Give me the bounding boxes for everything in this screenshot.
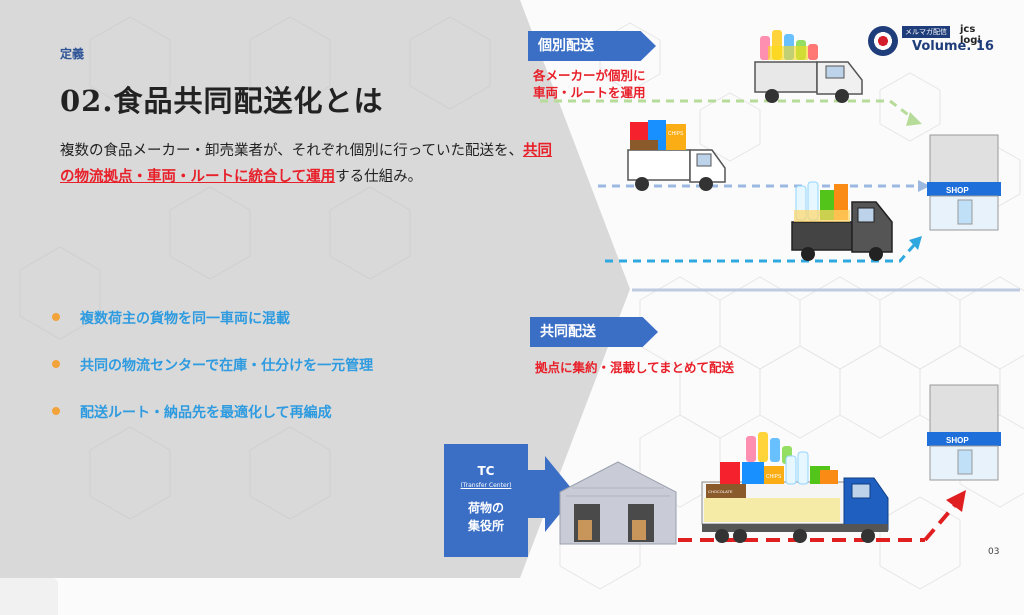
- bullet-text: 配送ルート・納品先を最適化して再編成: [80, 405, 332, 421]
- chips-label-2: CHIPS: [766, 474, 782, 480]
- tc-label-line1: 荷物の: [467, 501, 504, 515]
- tc-subtitle: (Transfer Center): [460, 482, 512, 489]
- truck-1: [754, 30, 863, 103]
- bullet-text: 共同の物流センターで在庫・仕分けを一元管理: [80, 358, 374, 374]
- chips-label-1: CHIPS: [668, 131, 684, 137]
- warehouse: [559, 461, 677, 545]
- shop-label-top: SHOP: [946, 186, 969, 195]
- bullet-item: 配送ルート・納品先を最適化して再編成: [52, 402, 373, 449]
- note-individual: 各メーカーが個別に 車両・ルートを運用: [533, 67, 646, 101]
- route-lightblue-arrow: [918, 180, 930, 192]
- bullet-item: 共同の物流センターで在庫・仕分けを一元管理: [52, 355, 373, 402]
- shop-top: SHOP: [927, 134, 1001, 231]
- bullet-dot: [52, 360, 60, 368]
- corner-tab: [0, 578, 58, 615]
- tc-arrow: [528, 456, 576, 532]
- section-label: 定義: [60, 47, 85, 61]
- route-green-arrow: [906, 112, 922, 126]
- note-joint: 拠点に集約・混載してまとめて配送: [535, 360, 735, 375]
- target-icon: [868, 26, 898, 56]
- tc-label: 荷物の 集役所: [444, 499, 528, 535]
- truck-3: [791, 181, 893, 261]
- tc-box: TC (Transfer Center) 荷物の 集役所: [444, 444, 528, 557]
- truck-joint: CHIPS CHOCOLATE: [701, 432, 889, 543]
- route-green: [540, 99, 916, 122]
- shop-label-bottom: SHOP: [946, 436, 969, 445]
- bullet-dot: [52, 407, 60, 415]
- chocolate-label: CHOCOLATE: [708, 489, 733, 494]
- description-highlight: 共同の物流拠点・車両・ルートに統合して運用: [60, 143, 552, 185]
- route-joint-arrow: [946, 490, 966, 512]
- shop-bottom: SHOP: [927, 384, 1001, 481]
- grey-panel: [0, 0, 630, 578]
- bullet-dot: [52, 313, 60, 321]
- bullet-text: 複数荷主の貨物を同一車両に混載: [80, 311, 290, 327]
- tc-title: TC: [477, 464, 495, 478]
- logo-mail-label: メルマガ配信: [902, 26, 950, 38]
- description: 複数の食品メーカー・卸売業者が、それぞれ個別に行っていた配送を、共同の物流拠点・…: [60, 138, 560, 190]
- logo: メルマガ配信 jcs logi Volume. 16: [868, 22, 994, 62]
- page-title: 02.食品共同配送化とは: [60, 84, 384, 118]
- description-tail: する仕組み。: [335, 169, 423, 185]
- page-number: 03: [988, 547, 1000, 557]
- logo-volume: Volume. 16: [912, 39, 994, 54]
- bullet-item: 複数荷主の貨物を同一車両に混載: [52, 308, 373, 355]
- note-individual-line2: 車両・ルートを運用: [533, 85, 646, 100]
- description-text: 複数の食品メーカー・卸売業者が、それぞれ個別に行っていた配送を、: [60, 143, 523, 159]
- tag-joint: 共同配送: [530, 317, 658, 347]
- truck-2: CHIPS: [627, 120, 726, 191]
- tc-label-line2: 集役所: [467, 519, 504, 533]
- route-blue: [605, 243, 917, 263]
- note-individual-line1: 各メーカーが個別に: [533, 68, 646, 83]
- logo-brand: jcs logi: [960, 24, 981, 46]
- route-blue-arrow: [909, 236, 922, 250]
- tag-individual: 個別配送: [528, 31, 656, 61]
- bullet-list: 複数荷主の貨物を同一車両に混載 共同の物流センターで在庫・仕分けを一元管理 配送…: [52, 308, 373, 449]
